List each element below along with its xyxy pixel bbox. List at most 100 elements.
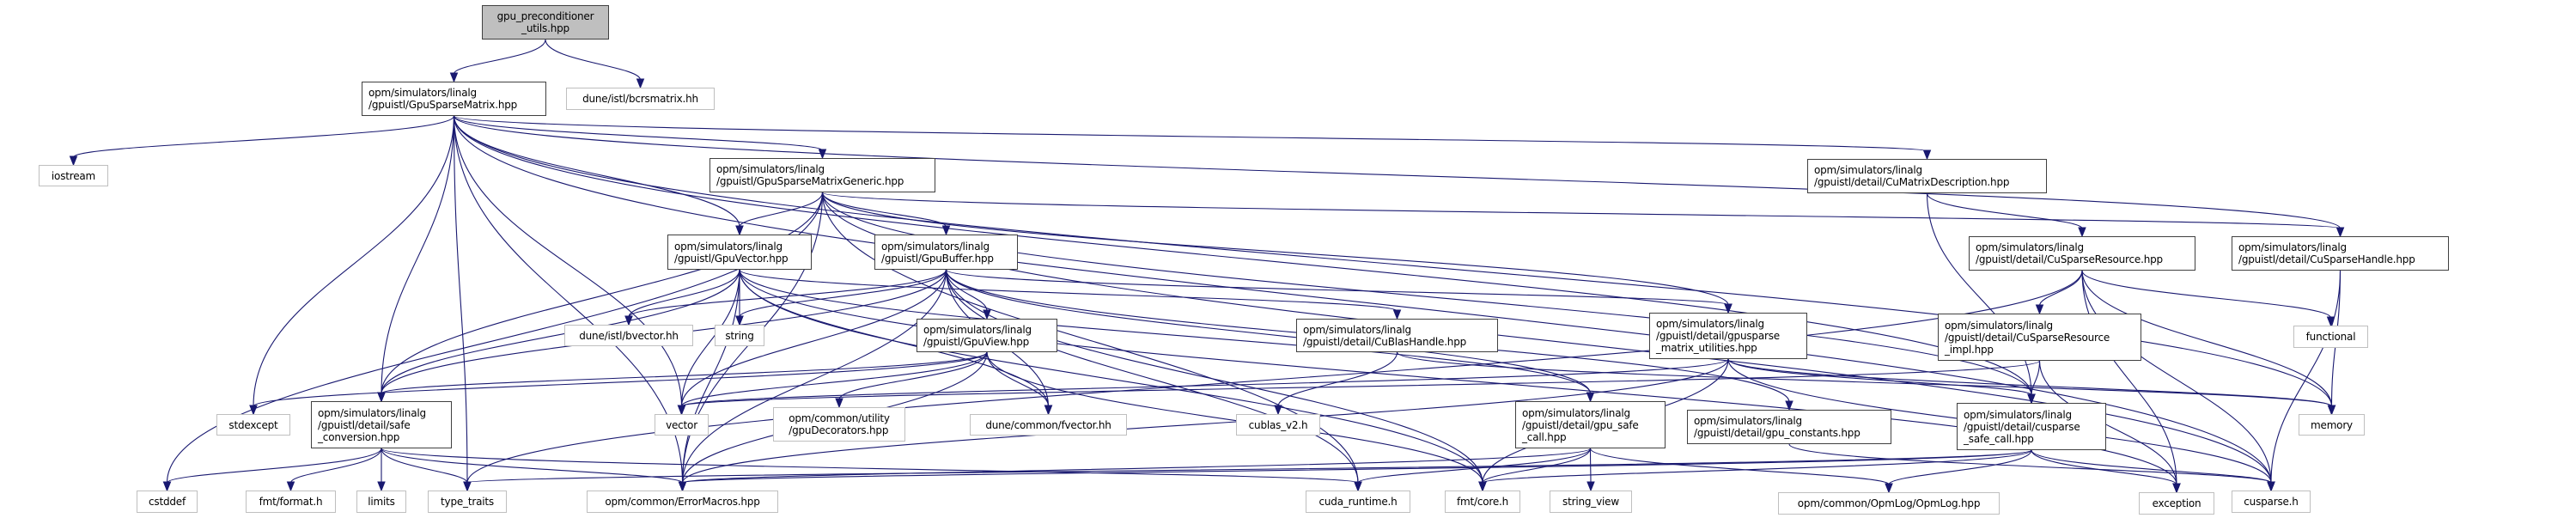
arrowhead-gsmg-to-gbuf xyxy=(941,225,951,236)
node-label: opm/simulators/linalg /gpuistl/GpuSparse… xyxy=(716,163,904,187)
node-limits: limits xyxy=(356,491,406,513)
arrowhead-cublash-to-cublas xyxy=(1274,405,1282,416)
node-iostream: iostream xyxy=(39,165,108,186)
edge-gconst-to-cusparse xyxy=(1788,443,2272,484)
node-errmacros: opm/common/ErrorMacros.hpp xyxy=(587,491,778,513)
node-fmtcore: fmt/core.h xyxy=(1445,491,1520,513)
node-csh[interactable]: opm/simulators/linalg /gpuistl/detail/Cu… xyxy=(2232,236,2449,271)
edge-gvec-to-errmacros xyxy=(681,269,740,484)
edge-gsm-to-memory xyxy=(453,115,2333,407)
edge-gview-to-safeconv xyxy=(381,351,988,394)
arrowhead-gview-to-fvector xyxy=(1044,405,1053,416)
edge-gbuf-to-string xyxy=(739,269,947,318)
edge-csr-to-memory xyxy=(2081,270,2333,407)
node-gsafe[interactable]: opm/simulators/linalg /gpuistl/detail/gp… xyxy=(1515,401,1666,448)
edge-root-to-gsm xyxy=(453,39,546,75)
node-gconst[interactable]: opm/simulators/linalg /gpuistl/detail/gp… xyxy=(1687,410,1891,444)
edge-gsmg-to-safeconv xyxy=(381,192,824,394)
arrowhead-gview-to-gpudec xyxy=(835,398,843,409)
edge-gbuf-to-errmacros xyxy=(681,269,947,484)
edge-gsmg-to-gvec xyxy=(739,192,824,228)
arrowhead-safeconv-to-limits xyxy=(377,481,386,492)
edge-safeconv-to-cstddef xyxy=(166,448,382,484)
node-cublas: cublas_v2.h xyxy=(1236,414,1320,436)
edge-gvec-to-fmtcore xyxy=(739,269,1483,484)
node-exception: exception xyxy=(2139,492,2214,515)
node-cudart: cuda_runtime.h xyxy=(1306,491,1410,513)
edge-gsmg-to-gbuf xyxy=(821,192,947,228)
node-functional: functional xyxy=(2293,326,2368,348)
edge-gsm-to-gvec xyxy=(453,115,740,228)
node-root[interactable]: gpu_preconditioner _utils.hpp xyxy=(482,5,609,40)
node-cumd[interactable]: opm/simulators/linalg /gpuistl/detail/Cu… xyxy=(1807,159,2047,193)
edge-gview-to-stdexcept xyxy=(253,351,988,407)
node-cusparse: cusparse.h xyxy=(2232,491,2311,513)
arrowhead-gsafe-to-stringview xyxy=(1586,481,1595,492)
edge-safeconv-to-cudart xyxy=(381,448,1359,484)
node-stdexcept: stdexcept xyxy=(216,414,290,436)
node-gpudec: opm/common/utility /gpuDecorators.hpp xyxy=(773,407,905,442)
arrowhead-root-to-gsm xyxy=(449,72,459,83)
node-label: type_traits xyxy=(441,496,494,508)
edge-cssafe-to-fmtcore xyxy=(1482,449,2032,484)
node-gview[interactable]: opm/simulators/linalg /gpuistl/GpuView.h… xyxy=(917,319,1057,352)
node-label: dune/istl/bcrsmatrix.hh xyxy=(582,93,698,105)
edge-gsmu-to-memory xyxy=(1727,358,2333,407)
node-label: memory xyxy=(2311,418,2353,431)
node-label: opm/simulators/linalg /gpuistl/detail/Cu… xyxy=(1976,241,2163,265)
node-csr[interactable]: opm/simulators/linalg /gpuistl/detail/Cu… xyxy=(1969,236,2195,271)
node-label: cuda_runtime.h xyxy=(1318,496,1398,508)
arrowhead-csr-to-functional xyxy=(2326,316,2335,327)
edge-gsm-to-cumd xyxy=(453,115,1928,152)
edge-gsafe-to-fmtcore xyxy=(1482,448,1592,484)
node-label: limits xyxy=(368,496,395,508)
edge-gsm-to-gsmg xyxy=(453,115,824,151)
edge-gsafe-to-errmacros xyxy=(681,448,1592,484)
node-label: opm/simulators/linalg /gpuistl/detail/Cu… xyxy=(1814,164,2010,188)
node-label: iostream xyxy=(51,169,96,182)
edge-gbuf-to-vector xyxy=(680,269,947,407)
node-label: cusparse.h xyxy=(2244,496,2299,508)
node-label: functional xyxy=(2305,331,2356,343)
edge-gsm-to-iostream xyxy=(72,115,455,158)
edge-cssafe-to-opmlog xyxy=(1888,449,2032,485)
node-bcrs: dune/istl/bcrsmatrix.hh xyxy=(566,88,715,110)
edge-gsmg-to-cudart xyxy=(821,192,1359,484)
edge-cumd-to-csr xyxy=(1926,192,2083,229)
edge-csri-to-cssafe xyxy=(2031,360,2041,396)
node-gsmu[interactable]: opm/simulators/linalg /gpuistl/detail/gp… xyxy=(1649,313,1807,359)
node-cssafe[interactable]: opm/simulators/linalg /gpuistl/detail/cu… xyxy=(1957,403,2106,450)
node-gsm[interactable]: opm/simulators/linalg /gpuistl/GpuSparse… xyxy=(362,82,546,116)
edge-gsmg-to-cssafe xyxy=(821,192,2032,396)
node-label: dune/istl/bvector.hh xyxy=(579,329,679,342)
node-gbuf[interactable]: opm/simulators/linalg /gpuistl/GpuBuffer… xyxy=(874,235,1018,270)
node-gvec[interactable]: opm/simulators/linalg /gpuistl/GpuVector… xyxy=(667,235,812,270)
node-label: opm/simulators/linalg /gpuistl/detail/gp… xyxy=(1656,318,1780,354)
edge-cssafe-to-errmacros xyxy=(681,449,2032,484)
edge-gview-to-gpudec xyxy=(838,351,988,400)
edge-csh-to-cusparse xyxy=(2270,270,2342,484)
node-bvector: dune/istl/bvector.hh xyxy=(564,325,693,346)
edge-gsm-to-errmacros xyxy=(453,115,684,484)
node-csri[interactable]: opm/simulators/linalg /gpuistl/detail/Cu… xyxy=(1938,314,2141,361)
arrowhead-gsmg-to-gvec xyxy=(735,225,744,236)
edge-gsm-to-stdexcept xyxy=(253,115,455,407)
edge-cssafe-to-typetraits xyxy=(466,449,2032,484)
arrowhead-cssafe-to-typetraits xyxy=(463,481,472,492)
node-gsmg[interactable]: opm/simulators/linalg /gpuistl/GpuSparse… xyxy=(709,158,935,192)
edge-cssafe-to-cusparse xyxy=(2031,449,2272,484)
edge-gvec-to-vector xyxy=(680,269,740,407)
node-label: opm/simulators/linalg /gpuistl/GpuVector… xyxy=(674,240,789,265)
node-safeconv[interactable]: opm/simulators/linalg /gpuistl/detail/sa… xyxy=(311,401,452,448)
node-string: string xyxy=(715,325,764,346)
arrowhead-cssafe-to-opmlog xyxy=(1885,483,1893,494)
node-typetraits: type_traits xyxy=(428,491,507,513)
node-label: gpu_preconditioner _utils.hpp xyxy=(496,10,594,34)
edge-gsafe-to-opmlog xyxy=(1589,448,1890,485)
edge-gview-to-fmtcore xyxy=(986,351,1483,484)
node-label: opm/common/OpmLog/OpmLog.hpp xyxy=(1797,497,1981,509)
node-cublash[interactable]: opm/simulators/linalg /gpuistl/detail/Cu… xyxy=(1296,319,1498,352)
edge-gsm-to-safeconv xyxy=(381,115,455,394)
arrowhead-gsm-to-iostream xyxy=(69,155,78,167)
